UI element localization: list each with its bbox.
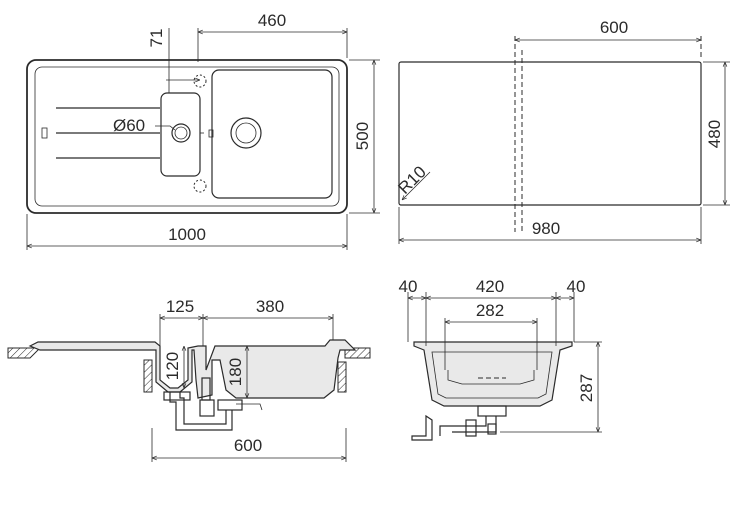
dim-40-left: 40 [399, 277, 418, 296]
sink-inner-rim [34, 66, 340, 207]
dim-282: 282 [476, 301, 504, 320]
sink-outline [26, 59, 348, 214]
dim-600-top: 600 [600, 18, 628, 37]
dim-40-right: 40 [567, 277, 586, 296]
dim-380: 380 [256, 297, 284, 316]
main-bowl [211, 69, 333, 199]
overflow-slot [41, 127, 48, 139]
tap-hole-marker [193, 179, 207, 193]
dim-600-bottom: 600 [234, 436, 262, 455]
dim-460: 460 [258, 11, 286, 30]
dim-287: 287 [577, 374, 596, 402]
front-section: 40 420 40 282 287 [399, 277, 602, 441]
tap-hole-marker [193, 74, 207, 88]
dim-diameter-60: Ø60 [113, 116, 145, 135]
dim-125: 125 [166, 297, 194, 316]
front-drain-pipe [439, 416, 487, 436]
bowl-front-profile [413, 341, 573, 407]
dim-1000: 1000 [168, 225, 206, 244]
small-bowl-drain [171, 123, 191, 143]
cutout-outline [398, 61, 702, 206]
dim-71: 71 [147, 29, 166, 48]
worktop-left [7, 347, 42, 359]
side-section: 125 380 120 180 600 [7, 297, 371, 462]
dim-980: 980 [532, 219, 560, 238]
dim-480: 480 [705, 120, 724, 148]
top-view: 460 71 Ø60 500 1000 [26, 11, 380, 250]
dim-180: 180 [226, 358, 245, 386]
small-bowl [160, 92, 201, 177]
main-bowl-drain [230, 117, 262, 149]
dim-r10: R10 [394, 162, 429, 197]
dim-120: 120 [163, 352, 182, 380]
dim-420: 420 [476, 277, 504, 296]
dim-500: 500 [353, 122, 372, 150]
sink-profile [28, 339, 357, 399]
cutout-view: 600 480 R10 980 [394, 18, 730, 244]
